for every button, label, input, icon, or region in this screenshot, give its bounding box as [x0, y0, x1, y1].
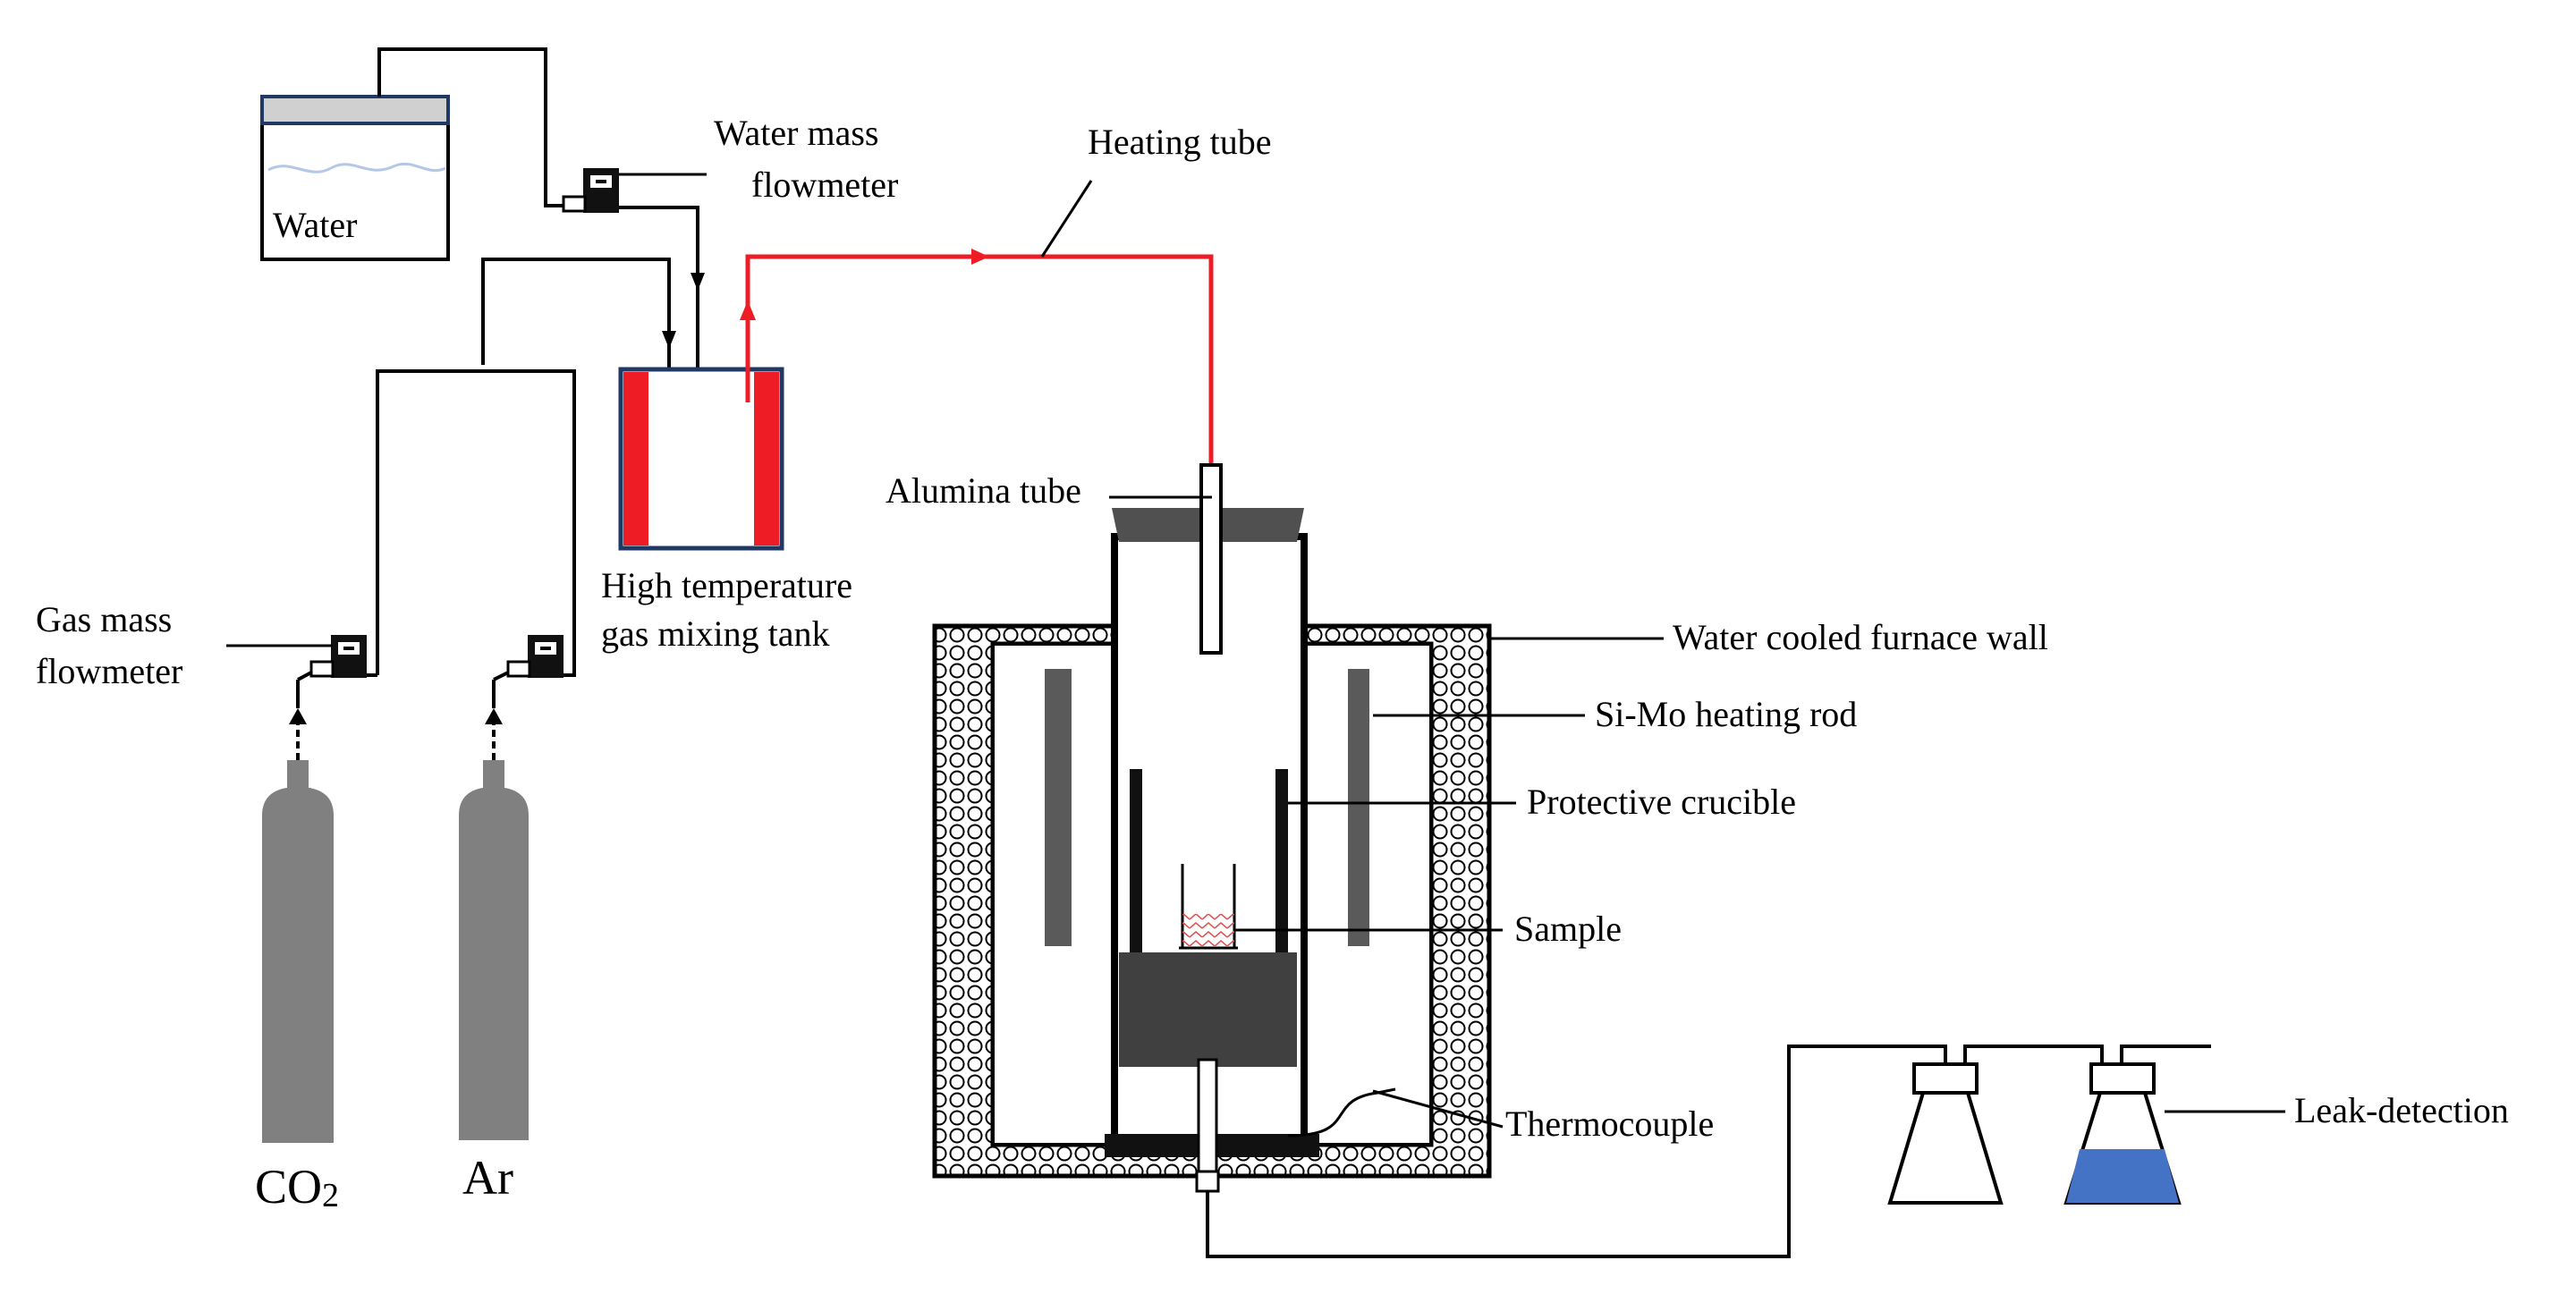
arrow-up-icon — [740, 300, 756, 320]
water-surface-wave — [267, 162, 446, 173]
heating-tube — [740, 180, 1214, 465]
arrow-up-icon — [289, 708, 307, 724]
heating-rod-label: Si-Mo heating rod — [1595, 694, 1857, 734]
gas-flowmeter-label-line1: Gas mass — [36, 599, 172, 639]
ar-gas-mass-flowmeter — [493, 635, 564, 681]
furnace — [932, 463, 1492, 1193]
sample-label: Sample — [1514, 909, 1622, 949]
heating-rod-right — [1348, 669, 1369, 946]
leak-detection-liquid — [2066, 1149, 2179, 1203]
protective-crucible-label: Protective crucible — [1527, 782, 1796, 822]
arrow-down-icon — [662, 331, 676, 349]
co2-cylinder — [262, 680, 334, 1143]
co2-gas-mass-flowmeter — [297, 635, 377, 681]
sample-crucible — [1179, 864, 1238, 950]
alumina-tube — [1199, 463, 1223, 655]
arrow-up-icon — [485, 708, 503, 724]
co2-label: CO2 — [255, 1160, 339, 1214]
heating-tube-label: Heating tube — [1088, 122, 1272, 162]
gas-manifold-pipe — [376, 258, 676, 677]
exhaust-pipe — [1206, 1045, 2211, 1258]
arrow-down-icon — [691, 273, 705, 291]
empty-flask — [1887, 1062, 2004, 1205]
water-label: Water — [273, 205, 358, 245]
tank-heater-left — [623, 372, 648, 546]
mixing-tank-label-line1: High temperature — [601, 565, 852, 605]
water-flowmeter-label-line2: flowmeter — [751, 165, 898, 205]
water-flowmeter-label-line1: Water mass — [714, 113, 879, 153]
water-cooled-wall-label: Water cooled furnace wall — [1673, 617, 2048, 657]
ar-cylinder — [459, 680, 529, 1140]
heating-rod-left — [1045, 669, 1072, 946]
arrow-right-icon — [971, 249, 989, 265]
leak-detection-label: Leak-detection — [2294, 1090, 2509, 1130]
leak-detection-flask — [2063, 1062, 2182, 1205]
gas-flowmeter-label-line2: flowmeter — [36, 651, 182, 691]
water-feed-pipe — [377, 47, 705, 411]
crucible-base — [1119, 952, 1297, 1067]
mixing-tank-label-line2: gas mixing tank — [601, 613, 830, 654]
alumina-tube-label: Alumina tube — [886, 470, 1081, 511]
water-mass-flowmeter — [562, 168, 707, 213]
ar-label: Ar — [462, 1151, 513, 1205]
thermocouple-label: Thermocouple — [1505, 1104, 1714, 1144]
water-reservoir: Water — [260, 95, 450, 261]
gas-mixing-tank — [618, 367, 784, 551]
tank-heater-right — [754, 372, 779, 546]
